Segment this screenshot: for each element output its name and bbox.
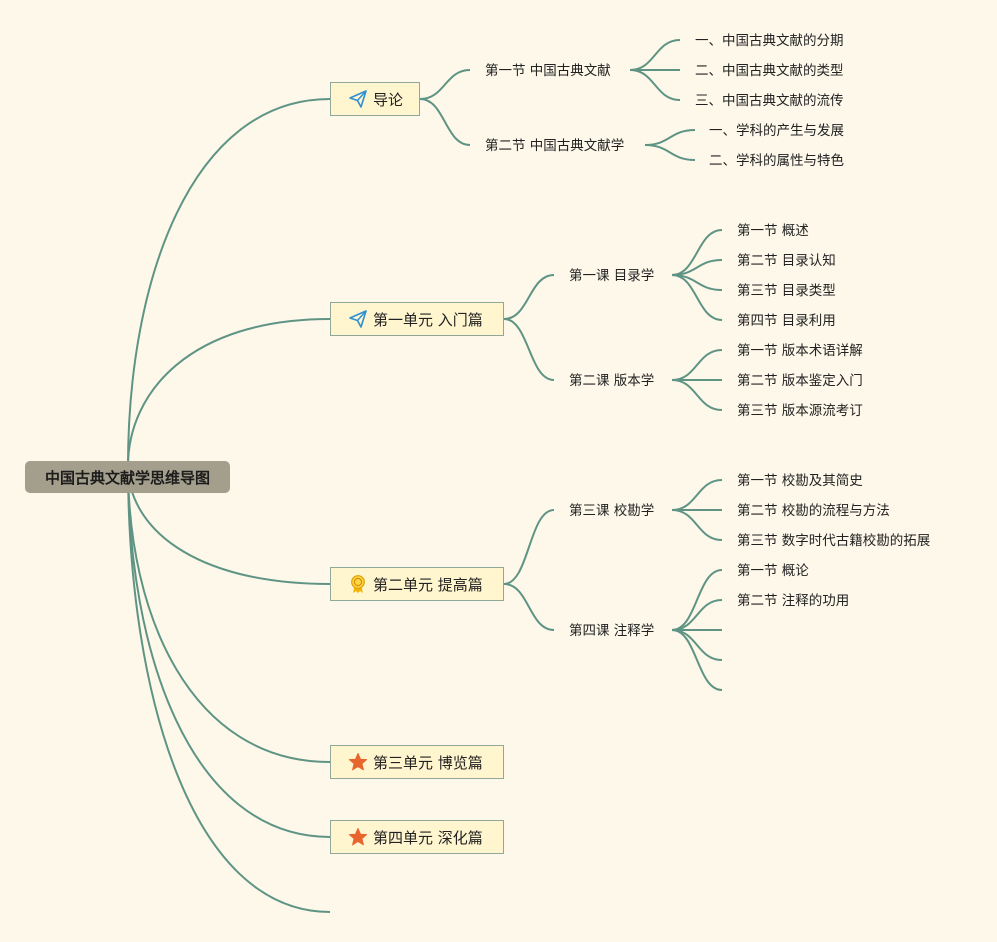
topic-connector [671,599,723,631]
award-ribbon-icon [348,574,368,594]
item-node[interactable]: 一、学科的产生与发展 [709,123,844,139]
topic-connector [671,629,723,661]
star-icon [348,752,368,772]
topic-connector [644,144,696,161]
item-node[interactable]: 第二节 注释的功用 [737,593,850,609]
topic-node[interactable]: 第三课 校勘学 [569,503,655,519]
item-node[interactable]: 第一节 概论 [737,563,809,579]
item-node[interactable]: 第二节 校勘的流程与方法 [737,503,890,519]
root-connector [127,465,331,763]
item-node[interactable]: 一、中国古典文献的分期 [695,33,844,49]
root-node[interactable]: 中国古典文献学思维导图 [25,461,230,493]
item-node[interactable]: 第三节 目录类型 [737,283,836,299]
section-node-unit-2[interactable]: 第二单元 提高篇 [330,567,504,601]
paper-plane-icon [348,89,368,109]
topic-connector [671,629,723,691]
item-node[interactable]: 二、学科的属性与特色 [709,153,844,169]
section-node-unit-1[interactable]: 第一单元 入门篇 [330,302,504,336]
section-node-unit-3[interactable]: 第三单元 博览篇 [330,745,504,779]
section-node-intro[interactable]: 导论 [330,82,420,116]
item-node[interactable]: 第三节 版本源流考订 [737,403,863,419]
topic-node[interactable]: 第四课 注释学 [569,623,655,639]
topic-connector [671,479,723,511]
section-connector [503,583,555,631]
section-label: 第二单元 提高篇 [373,575,483,594]
item-node[interactable]: 第二节 目录认知 [737,253,836,269]
topic-node[interactable]: 第二节 中国古典文献学 [485,138,625,154]
item-node[interactable]: 第二节 版本鉴定入门 [737,373,863,389]
section-label: 第一单元 入门篇 [373,310,483,329]
item-node[interactable]: 第一节 校勘及其简史 [737,473,863,489]
item-node[interactable]: 第一节 版本术语详解 [737,343,863,359]
topic-node[interactable]: 第一课 目录学 [569,268,655,284]
topic-node[interactable]: 第一节 中国古典文献 [485,63,611,79]
section-connector [503,318,555,381]
section-label: 第三单元 博览篇 [373,753,483,772]
item-node[interactable]: 第三节 数字时代古籍校勘的拓展 [737,533,931,549]
root-connector [127,98,331,467]
topic-connector [671,509,723,541]
topic-connector [629,39,681,71]
topic-connector [671,349,723,381]
topic-connector [629,69,681,101]
section-connector [419,69,471,100]
section-node-unit-4[interactable]: 第四单元 深化篇 [330,820,504,854]
star-icon [348,827,368,847]
item-node[interactable]: 二、中国古典文献的类型 [695,63,844,79]
root-connector [127,465,331,913]
topic-connector [671,569,723,631]
item-node[interactable]: 第四节 目录利用 [737,313,836,329]
item-node[interactable]: 三、中国古典文献的流传 [695,93,844,109]
section-connector [503,509,555,585]
item-node[interactable]: 第一节 概述 [737,223,809,239]
section-label: 第四单元 深化篇 [373,828,483,847]
section-connector [503,274,555,320]
root-connector [127,318,331,467]
topic-connector [671,274,723,321]
paper-plane-icon [348,309,368,329]
topic-connector [644,129,696,146]
root-connector [127,465,331,838]
section-connector [419,98,471,146]
section-label: 导论 [373,90,404,109]
topic-connector [671,379,723,411]
topic-node[interactable]: 第二课 版本学 [569,373,655,389]
